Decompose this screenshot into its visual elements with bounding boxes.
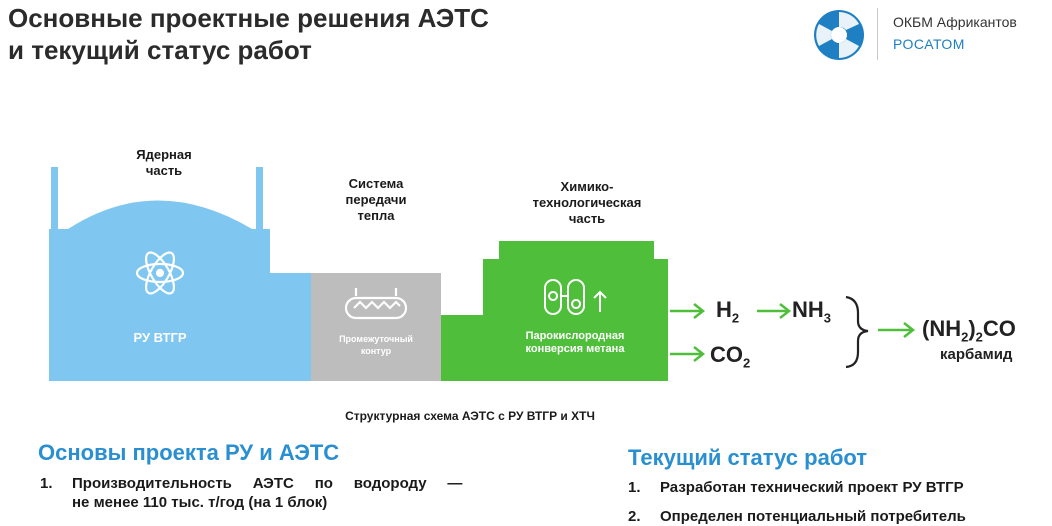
arrow-to-urea	[878, 322, 916, 338]
arrow-to-nh3	[757, 303, 792, 319]
page-title-line1: Основные проектные решения АЭТС	[8, 3, 489, 33]
intermediate-loop-label: Промежуточный контур	[315, 333, 437, 357]
h2-sub: 2	[731, 310, 740, 326]
nh3-sub: 3	[823, 310, 832, 326]
heat-label-line2: передачи	[345, 192, 407, 207]
co2-formula: CO2	[710, 342, 750, 370]
arrows	[670, 303, 916, 362]
reformer-line2: конверсия метана	[525, 343, 625, 355]
h2-text: H	[716, 297, 732, 322]
nh3-text: NH	[792, 297, 824, 322]
reformer-line1: Парокислородная	[525, 330, 625, 342]
right-section-list: 1. Разработан технический проект РУ ВТГР…	[628, 478, 1048, 526]
nh3-formula: NH3	[792, 297, 831, 325]
reformer-label: Парокислородная конверсия метана	[495, 330, 655, 356]
diagram-caption: Структурная схема АЭТС с РУ ВТГР и ХТЧ	[345, 409, 595, 423]
urea-b: )	[968, 316, 976, 341]
right-section-title: Текущий статус работ	[628, 445, 868, 470]
reformer-icon	[544, 279, 607, 315]
chem-label-line2: технологическая	[532, 195, 642, 210]
chemical-block	[441, 241, 668, 381]
reactor-block	[49, 167, 311, 381]
list-item-number: 2.	[628, 508, 641, 525]
reactor-block-label: РУ ВТГР	[133, 330, 187, 345]
list-item-number: 1.	[628, 479, 641, 496]
nuclear-part-label: Ядерная часть	[112, 147, 216, 179]
brand-name: РОСАТОМ	[893, 36, 965, 52]
nuclear-label-line1: Ядерная	[136, 147, 192, 162]
urea-sub: 2	[961, 329, 969, 345]
page-title-line2: и текущий статус работ	[8, 35, 312, 65]
co2-sub: 2	[743, 355, 751, 371]
heat-exchanger-icon	[344, 288, 408, 320]
urea-a: (NH	[922, 316, 962, 341]
list-item-text: Разработан технический проект РУ ВТГР	[660, 479, 964, 496]
brace-icon	[845, 295, 869, 369]
list-item-line2: не менее 110 тыс. т/год (на 1 блок)	[72, 494, 328, 511]
heat-transfer-label: Система передачи тепла	[320, 176, 432, 224]
chem-label-line1: Химико-	[560, 179, 614, 194]
rosatom-logo	[810, 8, 868, 62]
heat-label-line1: Система	[348, 176, 404, 191]
list-item: 1. Производительность АЭТС по водороду —…	[40, 474, 600, 512]
intermediate-loop-line1: Промежуточный	[339, 334, 413, 344]
heat-label-line3: тепла	[357, 208, 395, 223]
left-section-title: Основы проекта РУ и АЭТС	[38, 440, 340, 465]
atom-icon	[135, 251, 185, 295]
list-item-number: 1.	[40, 475, 53, 492]
left-section-list: 1. Производительность АЭТС по водороду —…	[40, 474, 600, 512]
urea-name: карбамид	[940, 346, 1013, 363]
rosatom-logo-icon	[814, 10, 864, 60]
list-item-line1: Производительность АЭТС по водороду —	[72, 475, 463, 492]
org-name: ОКБМ Африкантов	[893, 14, 1017, 30]
urea-formula: (NH2)2CO	[922, 316, 1016, 344]
co2-text: CO	[710, 342, 743, 367]
urea-c: CO	[982, 316, 1016, 341]
list-item-text: Определен потенциальный потребитель	[660, 508, 966, 525]
nuclear-label-line2: часть	[145, 163, 183, 178]
list-item: 2. Определен потенциальный потребитель	[628, 507, 1048, 526]
logo-divider	[877, 8, 878, 60]
arrow-to-h2	[670, 303, 706, 319]
page-title: Основные проектные решения АЭТС и текущи…	[8, 2, 489, 66]
h2-formula: H2	[716, 297, 739, 325]
list-item: 1. Разработан технический проект РУ ВТГР	[628, 478, 1048, 497]
arrow-to-co2	[670, 346, 706, 362]
chemical-part-label: Химико- технологическая часть	[508, 179, 666, 227]
intermediate-loop-line2: контур	[360, 346, 392, 356]
intermediate-loop-block	[311, 273, 441, 381]
chem-label-line3: часть	[568, 211, 606, 226]
urea-sub2: 2	[975, 329, 983, 345]
